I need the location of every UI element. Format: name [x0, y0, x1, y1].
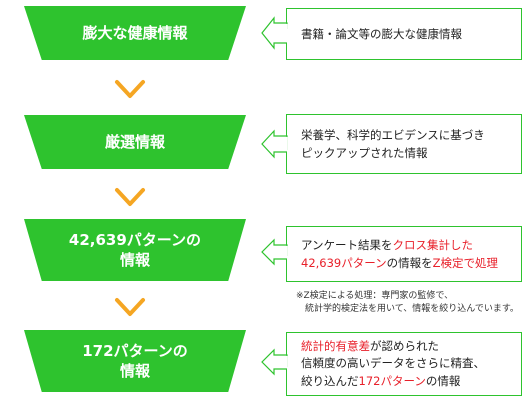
description-2-line-2: ピックアップされた情報 — [301, 146, 428, 160]
description-4-text: が認められた — [370, 339, 439, 354]
description-4-text: の情報 — [425, 373, 461, 388]
description-2-line-1: 栄養学、科学的エビデンスに基づき — [301, 127, 485, 142]
description-3-highlight: Z検定で処理 — [432, 256, 499, 270]
description-box-1: 書籍・論文等の膨大な健康情報 — [286, 8, 522, 60]
stage-3: 42,639パターンの 情報 — [24, 219, 246, 281]
description-3-line-1: アンケート結果をクロス集計した — [301, 236, 511, 254]
description-1-line-1: 書籍・論文等の膨大な健康情報 — [301, 26, 462, 41]
left-arrow-icon — [261, 348, 288, 376]
left-arrow-icon — [261, 16, 288, 50]
description-3-highlight: 42,639パターン — [301, 256, 387, 270]
description-4-line-3: 絞り込んだ172パターンの情報 — [301, 373, 511, 390]
description-3-text: アンケート結果を — [301, 237, 393, 252]
description-4-text: 絞り込んだ — [301, 373, 359, 388]
description-3-highlight: クロス集計した — [392, 237, 474, 252]
description-4-highlight: 172パターン — [358, 373, 426, 388]
description-box-2: 栄養学、科学的エビデンスに基づき ピックアップされた情報 — [286, 114, 522, 174]
footnote: ※Z検定による処理：専門家の監修で、 統計学的検定法を用いて、情報を絞り込んでい… — [296, 290, 519, 316]
stage-3-label: 42,639パターンの 情報 — [68, 230, 202, 269]
footnote-line-1: ※Z検定による処理：専門家の監修で、 — [296, 291, 454, 301]
stage-4: 172パターンの 情報 — [24, 330, 246, 392]
stage-2-label: 厳選情報 — [104, 132, 165, 151]
description-4-line-1: 統計的有意差が認められた — [301, 338, 511, 355]
stage-1: 膨大な健康情報 — [24, 6, 246, 60]
description-4-line-2: 信頼度の高いデータをさらに精査、 — [301, 356, 485, 371]
down-chevron-icon — [115, 80, 145, 98]
description-box-4: 統計的有意差が認められた 信頼度の高いデータをさらに精査、 絞り込んだ172パタ… — [286, 332, 522, 396]
description-4-highlight: 統計的有意差 — [301, 339, 370, 354]
down-chevron-icon — [115, 298, 145, 316]
stage-1-label: 膨大な健康情報 — [82, 23, 188, 42]
description-3-line-2: 42,639パターンの情報をZ検定で処理 — [301, 254, 511, 272]
footnote-line-2: 統計学的検定法を用いて、情報を絞り込んでいます。 — [296, 304, 519, 315]
left-arrow-icon — [261, 238, 288, 266]
stage-4-label: 172パターンの 情報 — [82, 341, 188, 380]
down-chevron-icon — [115, 188, 145, 206]
description-3-text: の情報を — [386, 256, 433, 270]
description-box-3: アンケート結果をクロス集計した 42,639パターンの情報をZ検定で処理 — [286, 226, 522, 282]
stage-2: 厳選情報 — [24, 115, 246, 169]
left-arrow-icon — [261, 129, 288, 159]
